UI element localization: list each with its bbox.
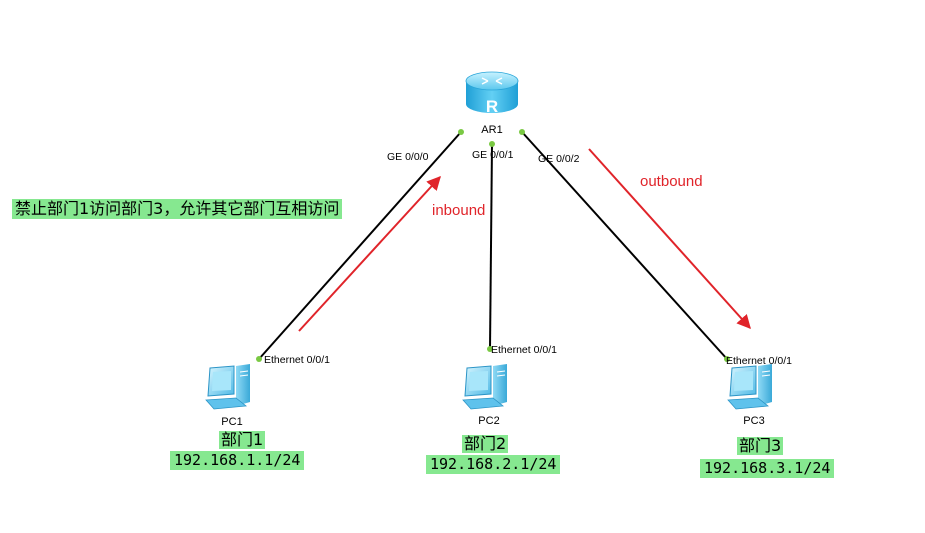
dept3-ip-label: 192.168.3.1/24 <box>700 459 835 478</box>
port-dot-ge000 <box>458 129 464 135</box>
dept2-label: 部门2 <box>462 434 509 453</box>
port-dot-ge002 <box>519 129 525 135</box>
port-dot-pc1 <box>256 356 262 362</box>
port-dot-ge001 <box>489 141 495 147</box>
port-label-pc2: Ethernet 0/0/1 <box>491 344 557 356</box>
dept2-ip-label: 192.168.2.1/24 <box>426 455 561 474</box>
port-label-ge000: GE 0/0/0 <box>387 151 429 163</box>
link-ar1-pc2 <box>489 143 493 350</box>
port-dot-pc3 <box>724 356 730 362</box>
port-dot-pc2 <box>487 346 493 352</box>
pc-icon[interactable] <box>727 364 772 410</box>
router-icon[interactable]: R <box>465 71 519 116</box>
router-name-label: AR1 <box>481 124 502 136</box>
port-label-pc3: Ethernet 0/0/1 <box>726 355 792 367</box>
port-label-pc1: Ethernet 0/0/1 <box>264 354 330 366</box>
port-label-ge002: GE 0/0/2 <box>538 153 580 165</box>
pc-icon[interactable] <box>205 364 250 410</box>
dept3-label: 部门3 <box>737 436 784 455</box>
dept1-label: 部门1 <box>219 430 266 449</box>
pc-icon[interactable] <box>462 364 507 410</box>
inbound-label: inbound <box>432 202 485 219</box>
pc3-name-label: PC3 <box>743 415 764 427</box>
pc2-name-label: PC2 <box>478 415 499 427</box>
inbound-arrow <box>298 175 441 332</box>
dept1-ip-label: 192.168.1.1/24 <box>170 451 305 470</box>
outbound-arrow <box>588 148 751 330</box>
link-ar1-pc3 <box>521 131 728 360</box>
link-ar1-pc1 <box>258 131 462 360</box>
port-label-ge001: GE 0/0/1 <box>472 149 514 161</box>
router-symbol: R <box>486 97 498 116</box>
outbound-label: outbound <box>640 173 703 190</box>
pc1-name-label: PC1 <box>221 416 242 428</box>
acl-requirement-note: 禁止部门1访问部门3，允许其它部门互相访问 <box>12 199 343 219</box>
